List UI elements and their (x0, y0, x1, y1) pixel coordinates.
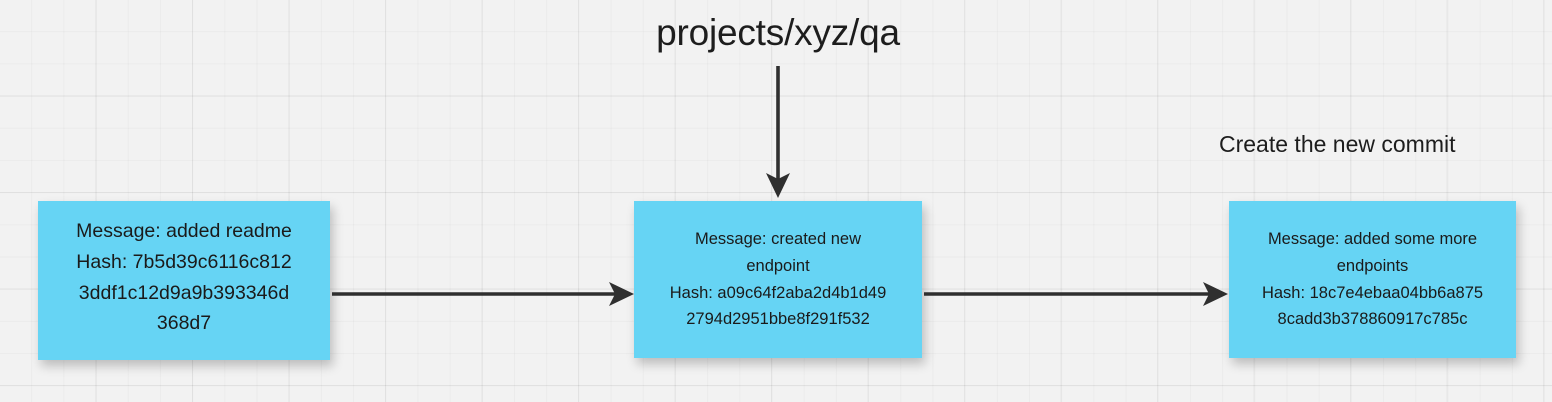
commit-1-to-2-arrow-head (609, 282, 634, 306)
create-the-new-commit-label: Create the new commit (1219, 131, 1456, 157)
branch-title: projects/xyz/qa (0, 14, 1552, 51)
branch-title-text: projects/xyz/qa (656, 12, 900, 53)
commit-2-to-3-arrow-head (1203, 282, 1228, 306)
commit-node-1[interactable]: Message: added readme Hash: 7b5d39c6116c… (38, 201, 330, 360)
commit-node-2[interactable]: Message: created new endpoint Hash: a09c… (634, 201, 922, 358)
commit-node-3[interactable]: Message: added some more endpoints Hash:… (1229, 201, 1516, 358)
branch-pointer-arrow (766, 66, 790, 198)
commit-2-to-3-arrow (924, 282, 1228, 306)
commit-node-2-text: Message: created new endpoint Hash: a09c… (669, 230, 887, 329)
commit-node-3-text: Message: added some more endpoints Hash:… (1261, 230, 1484, 329)
commit-1-to-2-arrow (332, 282, 634, 306)
commit-node-1-text: Message: added readme Hash: 7b5d39c6116c… (76, 219, 292, 335)
branch-pointer-arrow-head (766, 173, 790, 198)
